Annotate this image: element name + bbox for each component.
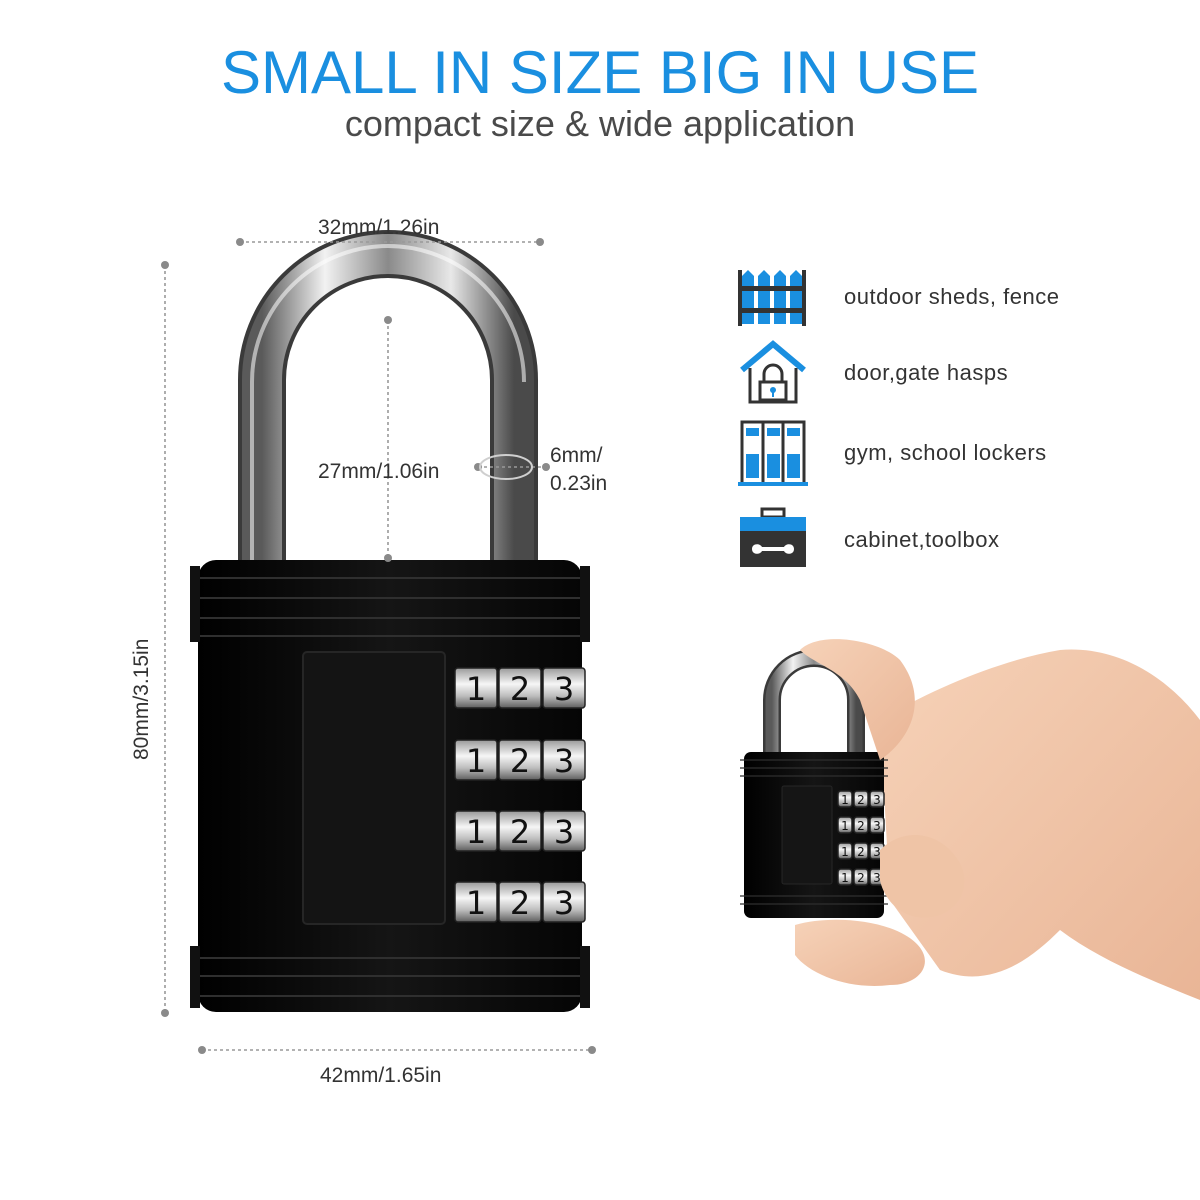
dial-digit: 3 — [873, 845, 881, 859]
total-height-label: 80mm/3.15in — [130, 638, 153, 760]
dial-digit: 2 — [857, 871, 865, 885]
fence-icon — [738, 270, 806, 326]
application-item-door: door,gate hasps — [738, 338, 1178, 408]
lock-body — [190, 560, 590, 1012]
shackle-diameter-label-line2: 0.23in — [550, 472, 608, 495]
dial-digit: 1 — [466, 884, 486, 922]
dial-digit: 3 — [554, 670, 574, 708]
dial-digit: 2 — [857, 819, 865, 833]
diameter-marker — [479, 454, 533, 480]
subheadline: compact size & wide application — [344, 103, 856, 144]
dial-digit: 1 — [841, 793, 849, 807]
dial-digit: 2 — [857, 793, 865, 807]
dial-digit: 2 — [510, 742, 530, 780]
lockers-icon — [738, 420, 808, 486]
shackle — [238, 230, 538, 565]
dial-digit: 1 — [466, 813, 486, 851]
dial-digit: 1 — [841, 819, 849, 833]
dial-digit: 3 — [873, 793, 881, 807]
shackle-height-label: 27mm/1.06in — [318, 460, 440, 483]
application-item-lockers: gym, school lockers — [738, 418, 1178, 488]
dimension-lines — [164, 241, 592, 1051]
dial-digit: 1 — [841, 871, 849, 885]
application-item-toolbox: cabinet,toolbox — [738, 505, 1178, 575]
dial-digit: 1 — [466, 742, 486, 780]
dial-digit: 2 — [510, 670, 530, 708]
application-label: gym, school lockers — [844, 440, 1047, 465]
application-label: outdoor sheds, fence — [844, 284, 1060, 309]
dial-digit: 1 — [841, 845, 849, 859]
dial-digit: 3 — [554, 742, 574, 780]
dial-digit: 3 — [554, 813, 574, 851]
headline: SMALL IN SIZE BIG IN USE — [221, 39, 979, 106]
dimension-endpoints — [161, 238, 596, 1054]
dial-digit: 3 — [554, 884, 574, 922]
dial-digit: 2 — [510, 813, 530, 851]
shackle-width-label: 32mm/1.26in — [318, 216, 440, 239]
shackle-diameter-label-line1: 6mm/ — [550, 444, 603, 467]
application-label: door,gate hasps — [844, 360, 1009, 385]
application-label: cabinet,toolbox — [844, 527, 1000, 552]
dial-digit: 2 — [857, 845, 865, 859]
body-width-label: 42mm/1.65in — [320, 1064, 442, 1087]
toolbox-icon — [740, 507, 806, 567]
dial-digit: 3 — [873, 819, 881, 833]
dial-digit: 1 — [466, 670, 486, 708]
dial-digit: 2 — [510, 884, 530, 922]
application-item-fence: outdoor sheds, fence — [738, 262, 1178, 332]
dial-digit: 3 — [873, 871, 881, 885]
house-lock-icon — [740, 340, 806, 404]
